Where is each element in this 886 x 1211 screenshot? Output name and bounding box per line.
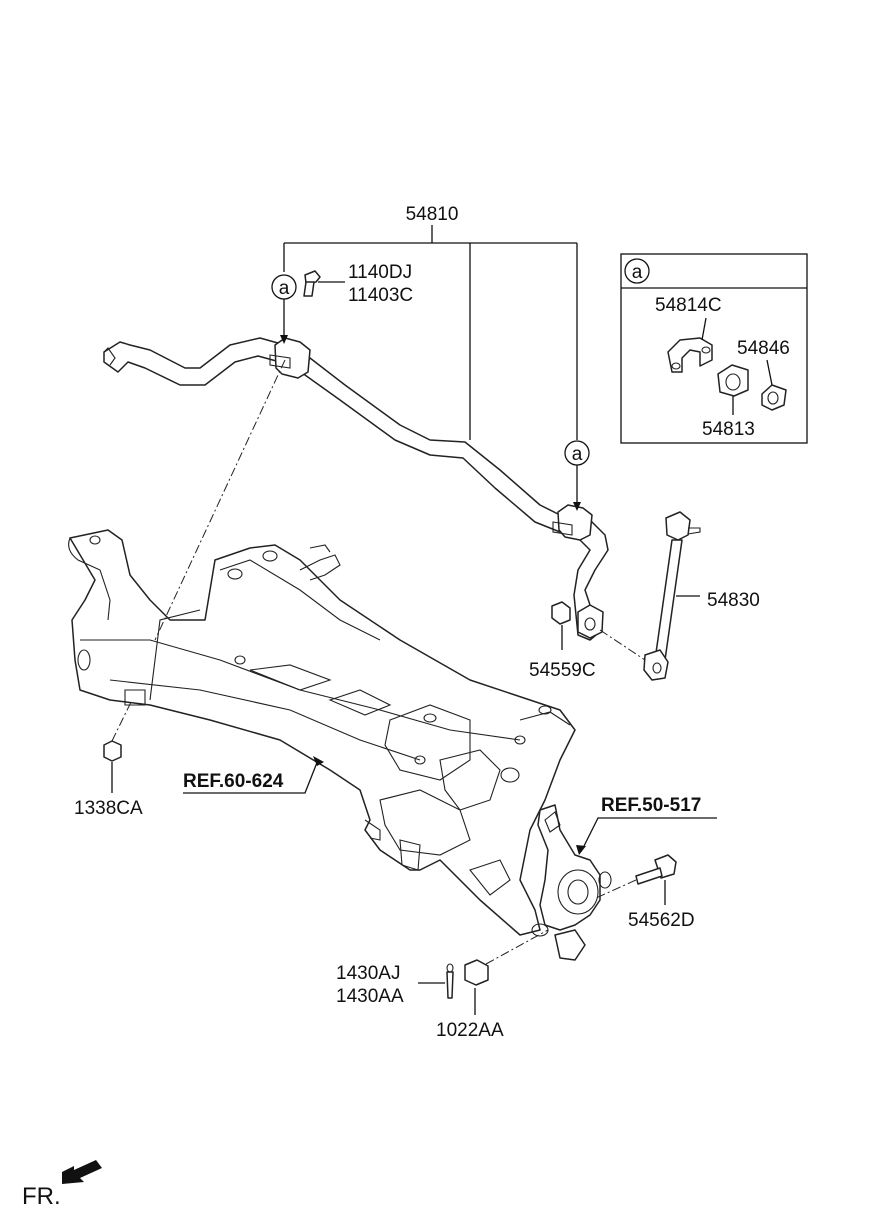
label-bolt-a: 1140DJ (348, 262, 412, 283)
knuckle-drawing (531, 804, 612, 961)
label-bolt-b: 11403C (348, 285, 413, 306)
label-castle-nut: 1022AA (436, 1020, 504, 1041)
marker-a-left: a (279, 278, 290, 299)
label-mount-nut: 1338CA (74, 798, 143, 819)
label-bracket: 54814C (655, 295, 722, 316)
ref-knuckle: REF.50-517 (601, 795, 701, 816)
label-knuckle-bolt: 54562D (628, 910, 695, 931)
knuckle-bolt-drawing (595, 854, 677, 899)
leader-lines (111, 225, 717, 1015)
label-bushing: 54813 (702, 419, 755, 440)
crossmember-drawing (68, 529, 576, 936)
label-bushing-sleeve: 54846 (737, 338, 790, 359)
direction-label: FR. (22, 1183, 61, 1210)
ref-crossmember: REF.60-624 (183, 771, 284, 792)
bushing-sleeve-drawing (761, 384, 787, 411)
mount-nut-drawing (103, 740, 122, 762)
link-nut-drawing (551, 601, 571, 625)
detail-box (620, 253, 808, 444)
detail-marker: a (632, 262, 643, 283)
stabilizer-link-drawing (599, 511, 701, 681)
front-arrow-icon (62, 1160, 102, 1184)
label-stabilizer-bar: 54810 (406, 204, 459, 225)
bracket-bolt-drawing (303, 270, 321, 297)
bracket-drawing (667, 337, 713, 373)
label-cotter-pin-a: 1430AJ (336, 963, 400, 984)
marker-a-right: a (572, 444, 583, 465)
label-link-nut: 54559C (529, 660, 596, 681)
cotter-pin-drawing (446, 963, 454, 999)
stabilizer-bar-drawing (103, 337, 609, 641)
label-cotter-pin-b: 1430AA (336, 986, 404, 1007)
castle-nut-drawing (464, 929, 549, 986)
label-link: 54830 (707, 590, 760, 611)
detail-marker-circle (624, 258, 650, 284)
bushing-drawing (717, 364, 749, 397)
